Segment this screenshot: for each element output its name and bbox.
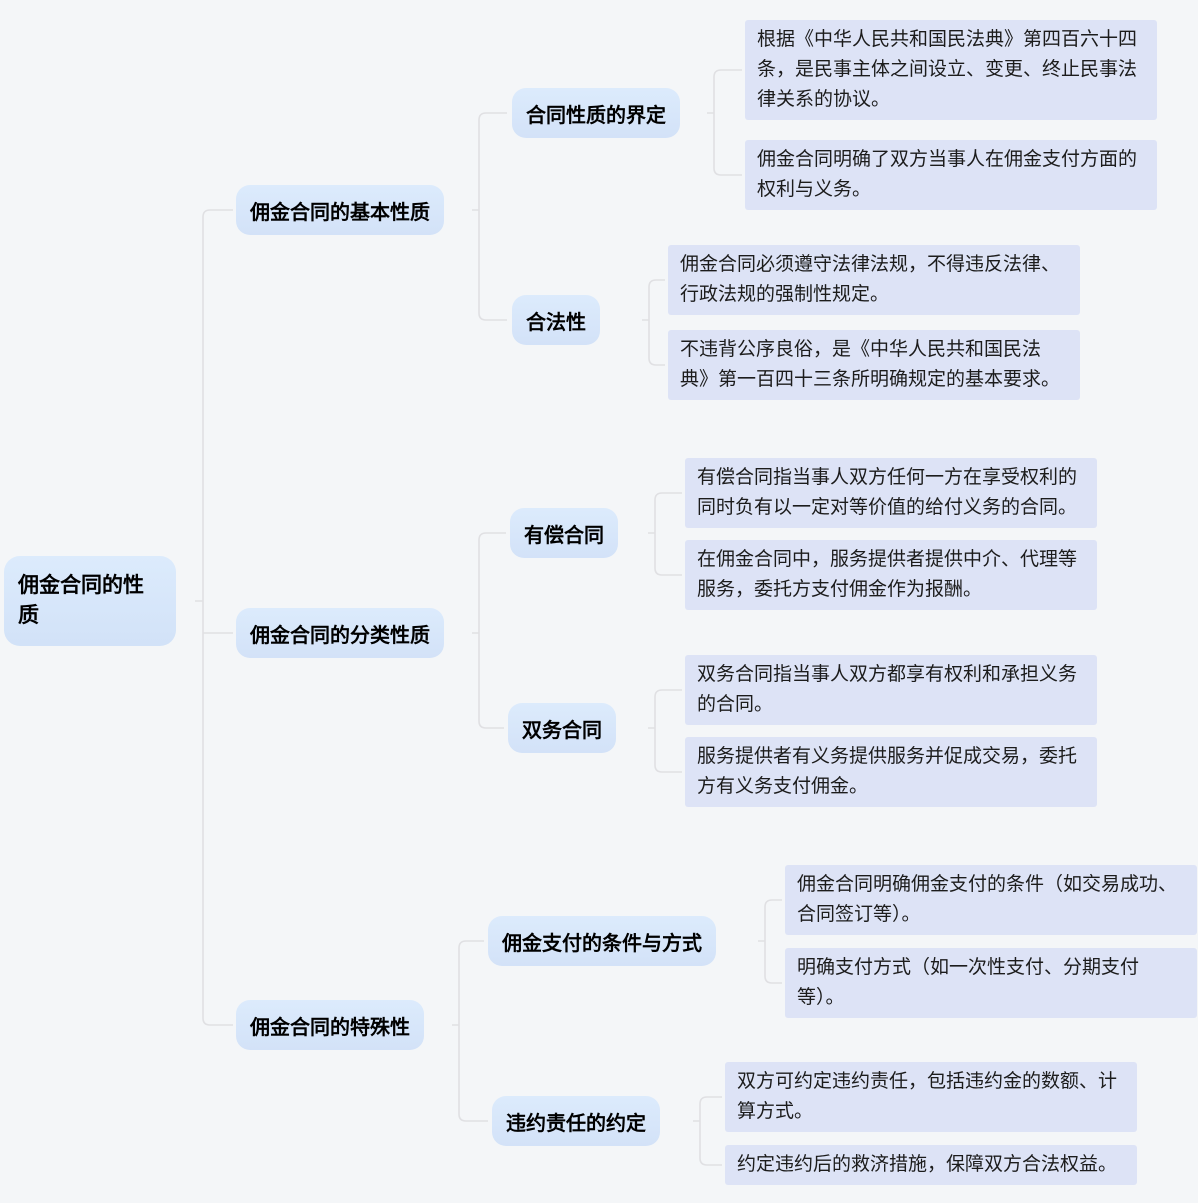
subtopic-payment-conditions-methods[interactable]: 佣金支付的条件与方式 — [488, 916, 716, 966]
note-rights-and-obligations[interactable]: 佣金合同明确了双方当事人在佣金支付方面的权利与义务。 — [745, 140, 1157, 210]
note-payment-methods[interactable]: 明确支付方式（如一次性支付、分期支付等）。 — [785, 948, 1197, 1018]
note-payment-conditions[interactable]: 佣金合同明确佣金支付的条件（如交易成功、合同签订等）。 — [785, 865, 1197, 935]
branch-classification-nature[interactable]: 佣金合同的分类性质 — [236, 608, 444, 658]
note-commission-as-reward[interactable]: 在佣金合同中，服务提供者提供中介、代理等服务，委托方支付佣金作为报酬。 — [685, 540, 1097, 610]
note-onerous-contract-definition[interactable]: 有偿合同指当事人双方任何一方在享受权利的同时负有以一定对等价值的给付义务的合同。 — [685, 458, 1097, 528]
connector-branch2-to-subtopics — [472, 532, 506, 729]
note-civil-code-article-464[interactable]: 根据《中华人民共和国民法典》第四百六十四条，是民事主体之间设立、变更、终止民事法… — [745, 20, 1157, 120]
note-bilateral-contract-definition[interactable]: 双务合同指当事人双方都享有权利和承担义务的合同。 — [685, 655, 1097, 725]
connector-definition-to-notes — [707, 69, 742, 176]
branch-particularity[interactable]: 佣金合同的特殊性 — [236, 1000, 424, 1050]
subtopic-bilateral-contract[interactable]: 双务合同 — [508, 703, 616, 753]
connector-legality-to-notes — [642, 279, 665, 366]
subtopic-contract-definition[interactable]: 合同性质的界定 — [512, 88, 680, 138]
root-node-commission-contract-nature[interactable]: 佣金合同的性质 — [4, 556, 176, 646]
connector-breach-to-notes — [693, 1096, 722, 1166]
connector-onerous-to-notes — [648, 492, 682, 576]
subtopic-breach-liability[interactable]: 违约责任的约定 — [492, 1096, 660, 1146]
connector-root-to-branches — [195, 209, 233, 1026]
connector-branch1-to-subtopics — [472, 112, 507, 321]
note-mutual-obligations[interactable]: 服务提供者有义务提供服务并促成交易，委托方有义务支付佣金。 — [685, 737, 1097, 807]
subtopic-onerous-contract[interactable]: 有偿合同 — [510, 508, 618, 558]
note-comply-with-laws[interactable]: 佣金合同必须遵守法律法规，不得违反法律、行政法规的强制性规定。 — [668, 245, 1080, 315]
connector-payment-to-notes — [758, 899, 782, 984]
subtopic-legality[interactable]: 合法性 — [512, 295, 600, 345]
note-public-order-article-143[interactable]: 不违背公序良俗，是《中华人民共和国民法典》第一百四十三条所明确规定的基本要求。 — [668, 330, 1080, 400]
connector-bilateral-to-notes — [648, 689, 682, 773]
note-remedies-protection[interactable]: 约定违约后的救济措施，保障双方合法权益。 — [725, 1145, 1137, 1185]
branch-basic-nature[interactable]: 佣金合同的基本性质 — [236, 185, 444, 235]
connector-branch3-to-subtopics — [452, 940, 488, 1122]
note-breach-liability-terms[interactable]: 双方可约定违约责任，包括违约金的数额、计算方式。 — [725, 1062, 1137, 1132]
